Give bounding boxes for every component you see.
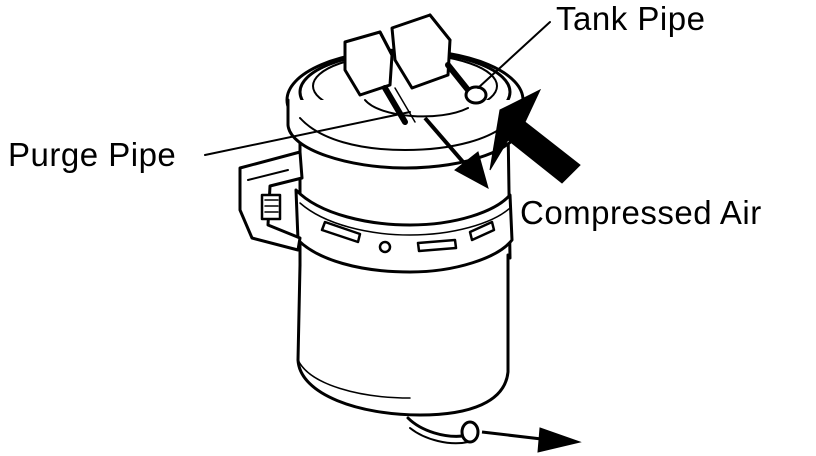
compressed-air-label: Compressed Air (520, 194, 762, 231)
bottom-outlet-pipe (406, 416, 480, 445)
compressed-air-arrow (489, 88, 581, 184)
mounting-bracket (238, 150, 304, 252)
pipe-fittings (343, 13, 488, 125)
leader-line-tank-pipe (477, 21, 551, 89)
airflow-arrows (423, 88, 582, 453)
tank-pipe-label: Tank Pipe (556, 0, 706, 37)
outflow-arrowhead (454, 151, 489, 190)
exhaust-arrowhead (537, 427, 582, 453)
canister-body (296, 253, 510, 417)
outflow-arrow (423, 116, 472, 172)
leader-line-purge-pipe (204, 111, 411, 156)
purge-pipe-label: Purge Pipe (8, 136, 177, 173)
mounting-clamp-band (294, 188, 514, 274)
